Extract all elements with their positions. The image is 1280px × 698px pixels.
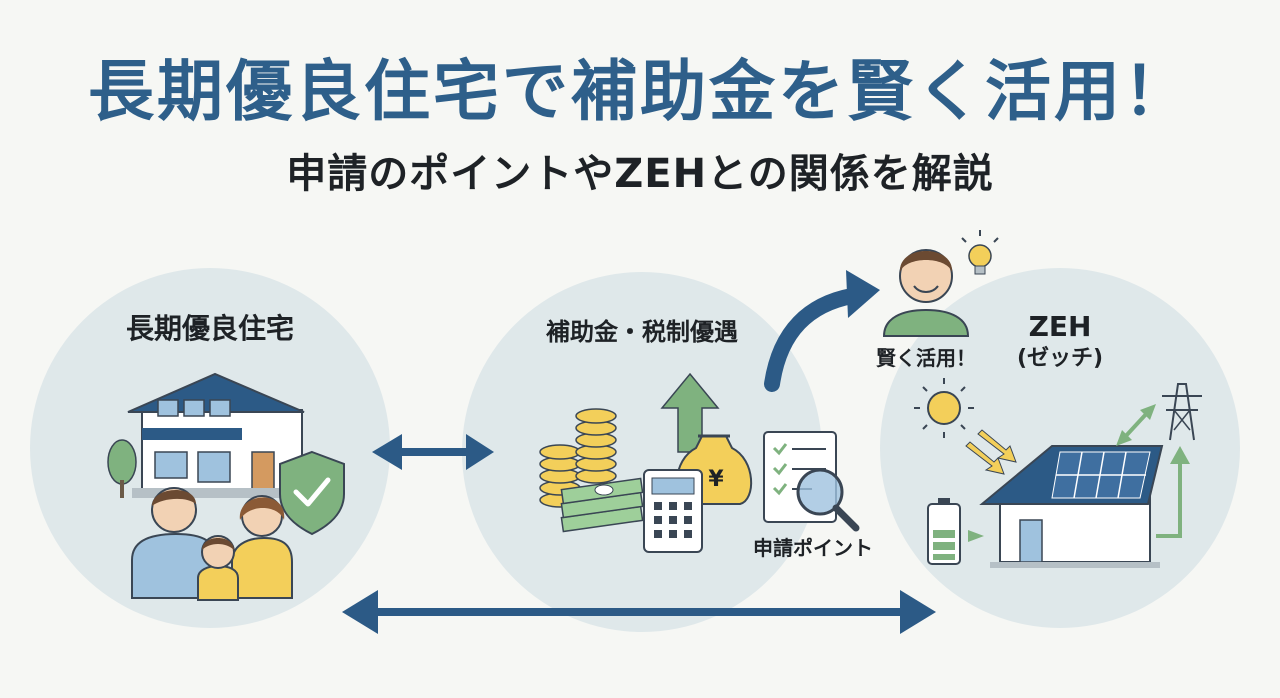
house-icon [127, 372, 312, 498]
circle-subsidy [462, 272, 822, 632]
label-smart-use: 賢く活用！ [876, 346, 976, 370]
calculator-icon [643, 469, 703, 553]
sun-icon [914, 378, 974, 438]
power-tower-icon [1162, 383, 1202, 441]
yen-symbol: ¥ [708, 467, 724, 492]
curved-arrow-up [764, 270, 880, 392]
magnifier-icon [796, 468, 860, 532]
family-icon [131, 487, 293, 601]
page-title: 長期優良住宅で補助金を賢く活用！ [88, 53, 1192, 130]
shield-check-icon [279, 450, 345, 536]
label-long-term-housing: 長期優良住宅 [125, 312, 294, 345]
page-subtitle: 申請のポイントやZEHとの関係を解説 [286, 151, 994, 197]
coin-stack-icon [539, 408, 617, 508]
grid-exchange-arrow-icon [1116, 404, 1156, 446]
cash-stack-icon [560, 477, 644, 533]
label-zeh-reading: (ゼッチ) [1016, 346, 1104, 371]
double-arrow-left-center [372, 434, 494, 470]
sunlight-arrows-icon [965, 429, 1017, 475]
label-subsidy: 補助金・税制優遇 [546, 318, 738, 346]
zeh-house-icon [979, 445, 1164, 568]
tree-icon [107, 439, 137, 498]
double-arrow-bottom [342, 590, 936, 634]
battery-icon [927, 498, 984, 565]
lightbulb-icon [961, 230, 999, 275]
person-icon [882, 249, 970, 337]
export-arrow-icon [1156, 446, 1190, 538]
label-zeh: ZEH [1028, 310, 1092, 343]
label-application-point: 申請ポイント [753, 536, 873, 560]
